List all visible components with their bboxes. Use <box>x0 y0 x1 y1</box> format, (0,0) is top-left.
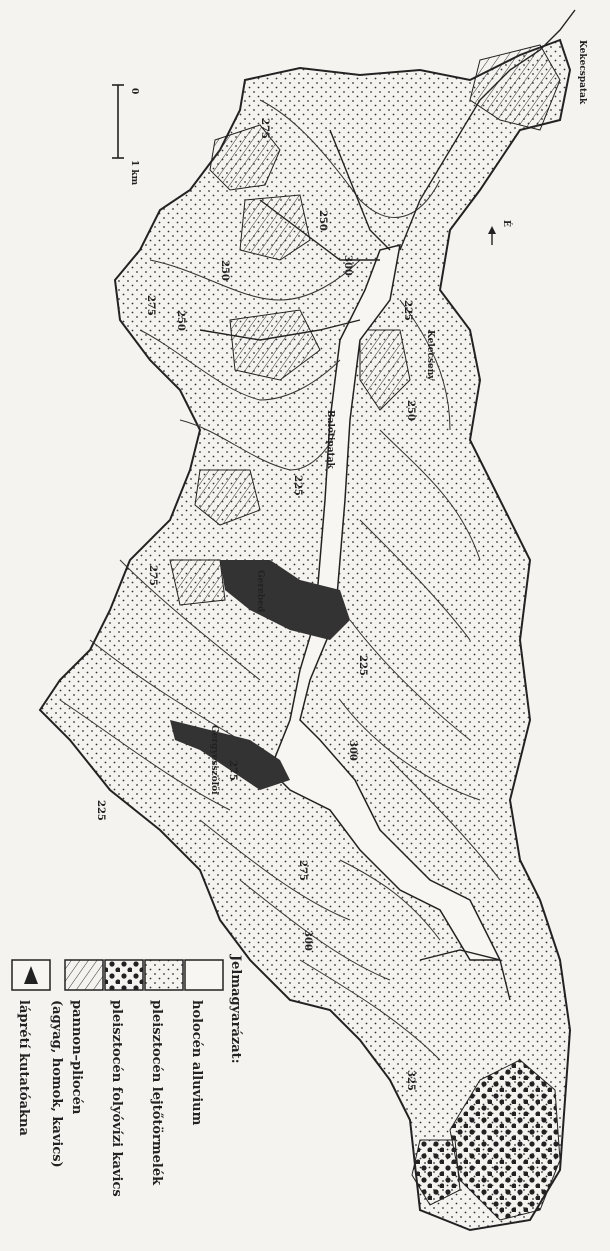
settlement-gergyesszoloi <box>170 720 290 790</box>
contour-label: 225 <box>292 475 303 496</box>
alluvium-valley <box>269 243 502 961</box>
settlement-gerebed <box>220 560 350 640</box>
contour-label: 300 <box>347 740 358 761</box>
contour-labels: 275 250 300 275 250 225 250 225 275 225 … <box>95 118 416 1091</box>
label-kelecseny: Kelecseny <box>425 330 435 381</box>
scale-bar <box>112 84 124 159</box>
legend-label: holocén alluvium <box>189 1000 204 1126</box>
legend-label: (agyag, homok, kavics) <box>49 1000 64 1168</box>
contour-label: 250 <box>405 400 416 421</box>
contour-label: 250 <box>317 210 328 231</box>
label-gergyesszoloi: Gergyesszőlői <box>209 725 220 795</box>
contour-label: 250 <box>175 310 186 331</box>
legend-swatch-pannon-pliocene <box>64 959 104 991</box>
contour-label: 225 <box>357 655 368 676</box>
scale-zero: 0 <box>129 88 139 94</box>
contour-label: 300 <box>302 930 313 951</box>
legend-swatch-slope-deposit <box>144 959 184 991</box>
contour-label: 325 <box>405 1070 416 1091</box>
legend-label: pleisztocén lejtőtörmelék <box>149 1000 164 1186</box>
study-area-outline <box>38 38 572 1232</box>
legend-swatch-alluvium <box>184 959 224 991</box>
contour-lines <box>59 99 501 1061</box>
legend: Jelmagyarázat: holocén alluvium pleiszto… <box>11 954 243 1197</box>
contour-label: 275 <box>145 295 156 316</box>
shaft-icon <box>24 966 38 984</box>
north-arrow <box>488 226 496 245</box>
pannon-patch <box>239 194 311 261</box>
contour-label: 225 <box>95 800 106 821</box>
legend-label: pleisztocén folyóvízi kavics <box>109 1000 124 1197</box>
pannon-patch <box>359 329 411 411</box>
pannon-patch <box>169 559 226 606</box>
label-kekecspatak: Kekecspatak <box>577 40 587 105</box>
contour-label: 275 <box>227 760 238 781</box>
contour-label: 275 <box>259 118 270 139</box>
gravel-patch <box>411 1139 461 1206</box>
contour-label: 225 <box>402 300 413 321</box>
pannon-patch <box>469 44 561 131</box>
contour-label: 300 <box>342 255 353 276</box>
contour-label: 250 <box>219 260 230 281</box>
streams <box>199 9 576 1001</box>
pannon-patch <box>209 124 281 191</box>
legend-label: láprétí kutatóakna <box>16 1000 31 1136</box>
contour-label: 275 <box>297 860 308 881</box>
legend-label: pannon–pliocén <box>69 1000 84 1115</box>
scale-end: 1 km <box>129 160 139 186</box>
north-label: É <box>501 220 513 227</box>
pannon-patch <box>194 469 261 526</box>
label-baloti-patak: Balotipatak <box>325 410 335 470</box>
pannon-patch <box>229 309 321 381</box>
legend-swatch-fluvial-gravel <box>104 959 144 991</box>
legend-title: Jelmagyarázat: <box>228 954 243 1064</box>
contour-label: 275 <box>147 565 158 586</box>
label-gerebed: Gerebed <box>255 570 265 613</box>
